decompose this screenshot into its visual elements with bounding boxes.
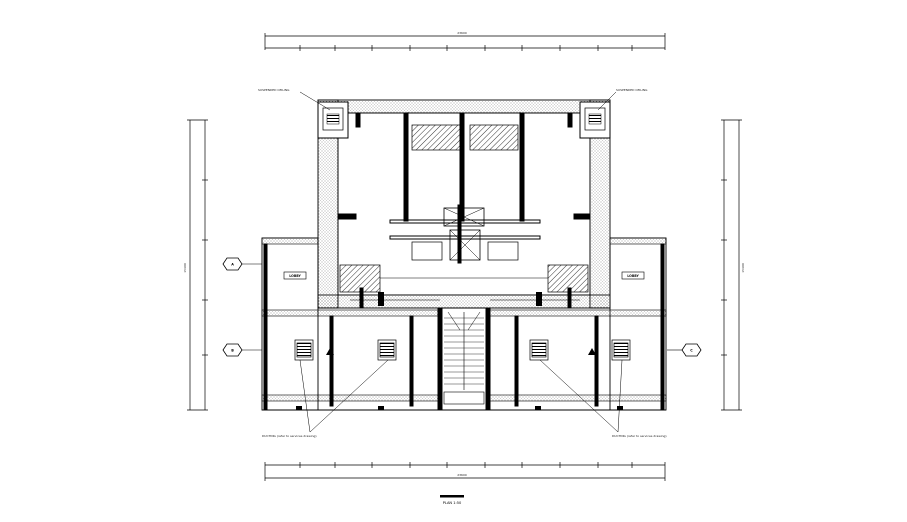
svg-text:DUCTING (refer to services dra: DUCTING (refer to services drawing) (262, 434, 317, 438)
top-overall-dimension: 23600 (457, 31, 467, 35)
left-overall-dimension: 15400 (183, 263, 187, 273)
note-top-right: SUSPENDED CEILING (597, 88, 648, 111)
lift-core (411, 204, 519, 264)
bottom-dimension-chain (264, 462, 666, 481)
lower-left-wing (261, 237, 443, 411)
interior-walls (337, 112, 591, 309)
top-dimension-chain (264, 33, 666, 51)
shaft-top-right (579, 101, 611, 139)
note-bottom-left: DUCTING (refer to services drawing) (262, 359, 389, 438)
svg-text:DUCTING (refer to services dra: DUCTING (refer to services drawing) (612, 434, 667, 438)
shaft-top-left (317, 101, 349, 139)
bottom-overall-dimension: 23600 (457, 473, 467, 477)
svg-text:A: A (231, 263, 234, 267)
svg-text:C: C (690, 349, 693, 353)
grille-boxes (294, 339, 631, 361)
note-bottom-right: DUCTING (refer to services drawing) (539, 359, 667, 438)
room-tag-left: LOBBY (283, 271, 307, 280)
scale-title: PLAN 1:50 (440, 495, 464, 505)
right-dimension-chain (721, 119, 742, 411)
svg-text:SUSPENDED CEILING: SUSPENDED CEILING (258, 88, 290, 92)
interior-thin-lines (350, 112, 580, 301)
column-markers (296, 292, 623, 410)
svg-text:PLAN 1:50: PLAN 1:50 (443, 501, 462, 505)
svg-text:B: B (231, 349, 234, 353)
svg-text:LOBBY: LOBBY (627, 274, 639, 278)
note-top-left: SUSPENDED CEILING (258, 88, 331, 111)
grid-tag-left-upper: A (222, 257, 262, 271)
central-stair (437, 307, 491, 411)
grid-tag-right: C (667, 343, 702, 357)
grid-tag-left-lower: B (222, 343, 262, 357)
level-markers (326, 348, 596, 355)
svg-text:LOBBY: LOBBY (289, 274, 301, 278)
left-dimension-chain (187, 119, 208, 411)
room-tag-right: LOBBY (621, 271, 645, 280)
lower-right-wing (485, 237, 667, 411)
upper-core-walls (317, 99, 611, 309)
right-overall-dimension: 15400 (741, 263, 745, 273)
svg-text:SUSPENDED CEILING: SUSPENDED CEILING (616, 88, 648, 92)
